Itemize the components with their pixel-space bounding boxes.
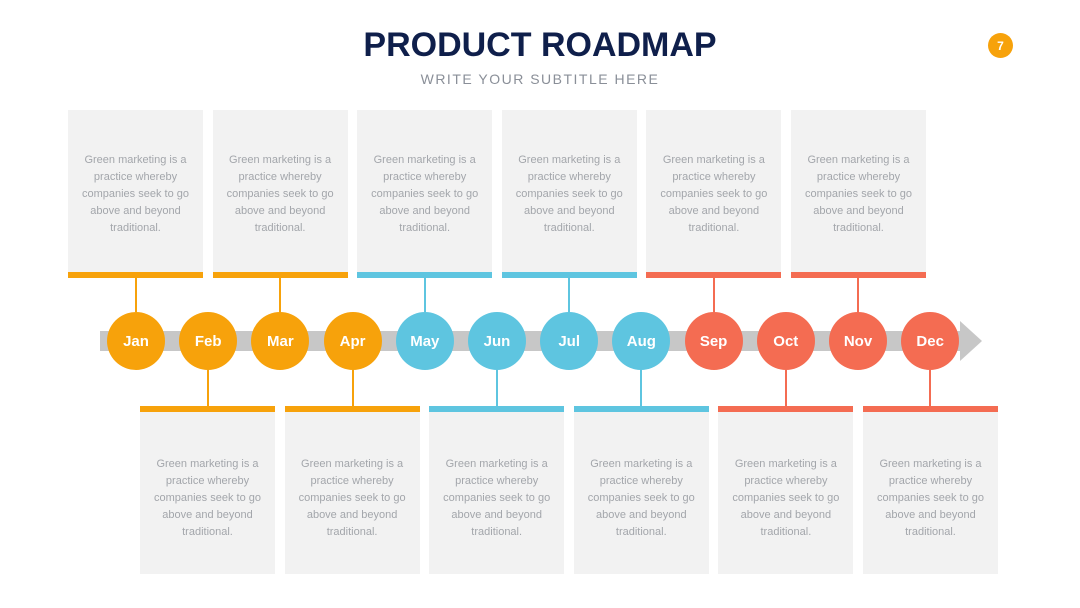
milestone-connector-dec — [929, 370, 932, 406]
month-node-mar: Mar — [251, 312, 310, 370]
milestone-bar-jan — [68, 272, 203, 278]
month-node-oct: Oct — [756, 312, 815, 370]
milestone-bar-sep — [646, 272, 782, 278]
milestone-card-feb: Green marketing is a practice whereby co… — [140, 412, 275, 574]
milestone-connector-jun — [496, 370, 498, 406]
milestone-card-mar: Green marketing is a practice whereby co… — [212, 110, 348, 272]
month-node-apr: Apr — [323, 312, 382, 370]
milestone-connector-feb — [207, 370, 210, 406]
month-node-may: May — [395, 312, 454, 370]
timeline-axis — [100, 331, 962, 351]
milestone-bar-dec — [863, 406, 998, 412]
milestone-connector-mar — [279, 278, 282, 312]
month-node-jul: Jul — [540, 312, 599, 370]
page-subtitle: WRITE YOUR SUBTITLE HERE — [420, 71, 660, 87]
milestone-card-nov: Green marketing is a practice whereby co… — [791, 110, 926, 272]
month-node-jun: Jun — [468, 312, 526, 370]
milestone-connector-apr — [351, 370, 354, 406]
milestone-bar-mar — [212, 272, 348, 278]
milestone-card-oct: Green marketing is a practice whereby co… — [718, 412, 854, 574]
milestone-card-sep: Green marketing is a practice whereby co… — [646, 110, 782, 272]
milestone-bar-nov — [791, 272, 926, 278]
milestone-card-jun: Green marketing is a practice whereby co… — [429, 412, 565, 574]
milestone-connector-may — [423, 278, 426, 312]
month-node-jan: Jan — [107, 312, 165, 370]
milestone-connector-jan — [135, 278, 137, 312]
milestone-card-aug: Green marketing is a practice whereby co… — [573, 412, 709, 574]
milestone-bar-aug — [573, 406, 709, 412]
milestone-card-apr: Green marketing is a practice whereby co… — [284, 412, 420, 574]
page-title: PRODUCT ROADMAP — [363, 26, 717, 64]
milestone-connector-sep — [712, 278, 715, 312]
milestone-card-jul: Green marketing is a practice whereby co… — [501, 110, 637, 272]
month-node-feb: Feb — [179, 312, 238, 370]
milestone-bar-oct — [718, 406, 854, 412]
milestone-connector-nov — [857, 278, 859, 312]
milestone-card-may: Green marketing is a practice whereby co… — [357, 110, 493, 272]
milestone-connector-oct — [784, 370, 787, 406]
milestone-bar-jul — [501, 272, 637, 278]
timeline-arrow-icon — [960, 321, 982, 361]
milestone-bar-apr — [284, 406, 420, 412]
month-node-dec: Dec — [901, 312, 960, 370]
milestone-bar-may — [357, 272, 493, 278]
milestone-card-jan: Green marketing is a practice whereby co… — [68, 110, 203, 272]
milestone-connector-aug — [640, 370, 643, 406]
milestone-bar-feb — [140, 406, 275, 412]
milestone-bar-jun — [429, 406, 565, 412]
page-number-badge: 7 — [988, 33, 1013, 58]
month-node-aug: Aug — [612, 312, 671, 370]
milestone-connector-jul — [568, 278, 571, 312]
month-node-sep: Sep — [684, 312, 743, 370]
milestone-card-dec: Green marketing is a practice whereby co… — [863, 412, 998, 574]
month-node-nov: Nov — [829, 312, 887, 370]
